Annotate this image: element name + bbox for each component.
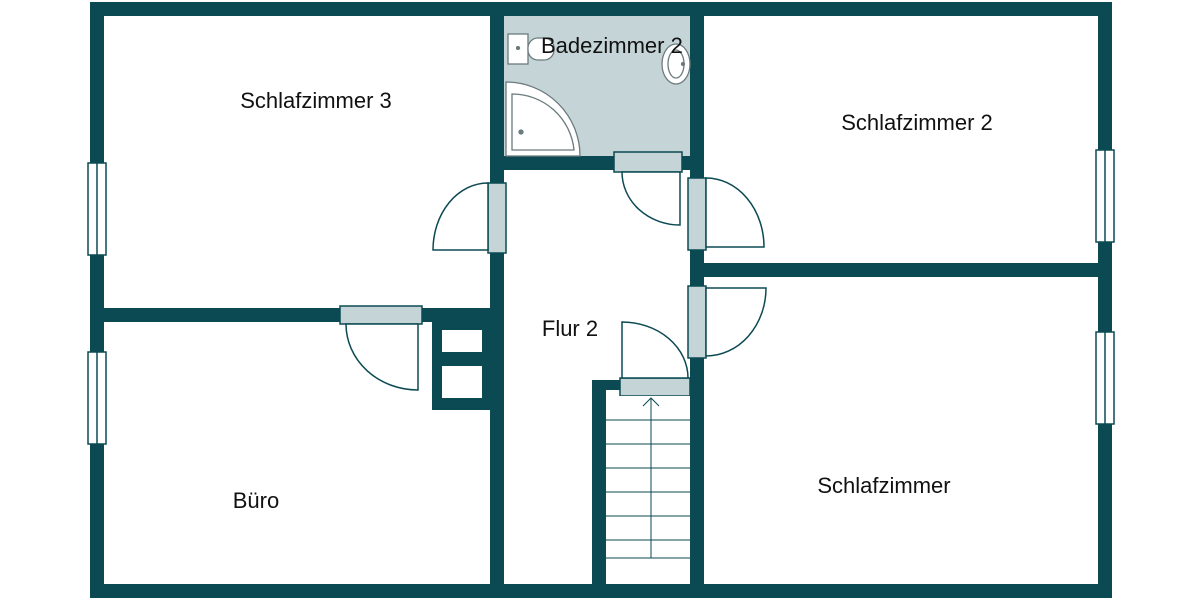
windows — [87, 149, 1115, 445]
door-swing-schlafzimmer — [705, 287, 767, 357]
door-frame-schlafzimmer — [687, 285, 707, 359]
window-schlafzimmer — [1095, 331, 1115, 425]
window-schlafzimmer-2 — [1095, 149, 1115, 243]
toilet-icon — [507, 33, 555, 65]
room-labels: Schlafzimmer 3 Badezimmer 2 Schlafzimmer… — [233, 33, 993, 513]
room-label-flur-2: Flur 2 — [542, 316, 598, 341]
room-label-buero: Büro — [233, 488, 279, 513]
door-swing-schlafzimmer-2 — [705, 177, 765, 248]
door-swing-buero — [345, 323, 419, 391]
room-label-schlafzimmer-3: Schlafzimmer 3 — [240, 88, 392, 113]
door-swing-schlafzimmer-3 — [432, 182, 489, 251]
door-frame-stairs — [619, 377, 691, 397]
door-frame-schlafzimmer-2 — [687, 177, 707, 251]
shower-icon — [505, 81, 581, 157]
sink-icon — [661, 43, 691, 85]
window-schlafzimmer-3 — [87, 162, 107, 256]
door-swing-stairs — [621, 321, 689, 379]
room-label-schlafzimmer-2: Schlafzimmer 2 — [841, 110, 993, 135]
door-frame-schlafzimmer-3 — [487, 182, 507, 254]
window-buero — [87, 351, 107, 445]
shaft — [442, 330, 482, 398]
room-label-schlafzimmer: Schlafzimmer — [817, 473, 950, 498]
door-swings — [345, 171, 767, 391]
door-swing-badezimmer — [621, 171, 681, 226]
room-label-badezimmer-2: Badezimmer 2 — [541, 33, 683, 58]
staircase — [606, 396, 690, 584]
door-frames — [339, 151, 707, 397]
door-frame-badezimmer — [613, 151, 683, 173]
bathroom-fixtures — [505, 33, 691, 157]
door-frame-buero — [339, 305, 423, 325]
